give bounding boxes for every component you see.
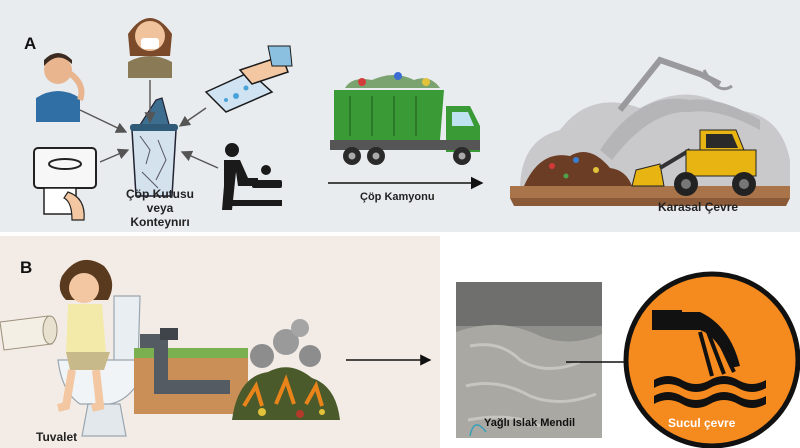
sewage-pile-icon [232, 319, 340, 420]
panel-b-aquatic: B Tuvalet Yağlı Islak Mendil Sucul çevre [0, 236, 800, 448]
toilet-label: Tuvalet [36, 430, 78, 444]
panel-a-terrestrial: A Çöp Kutusu veya Konteynırı Çöp Kamyonu… [0, 0, 800, 232]
aquatic-label: Sucul çevre [668, 416, 736, 430]
aquatic-discharge-icon [623, 271, 800, 448]
hand-wet-wipe-icon [204, 45, 293, 113]
wet-wipes-photo [456, 282, 602, 438]
bin-label-line-1: Çöp Kutusu [126, 187, 194, 201]
panel-b-label: B [20, 258, 33, 277]
wipes-label: Yağlı Islak Mendil [484, 417, 576, 429]
toilet-paper-icon [0, 315, 58, 351]
garbage-truck-icon [330, 72, 480, 165]
inflow-arrows [79, 80, 219, 169]
panel-a-illustration [33, 18, 790, 221]
person-tissue-icon [128, 18, 172, 78]
trash-bin-icon [130, 97, 178, 197]
truck-label: Çöp Kamyonu [360, 191, 435, 203]
wheel-loader-icon [631, 129, 757, 196]
underground-pipe-icon [134, 328, 248, 414]
tissue-dispenser-icon [33, 147, 97, 221]
panel-b-illustration [0, 259, 800, 448]
bin-label: Çöp Kutusu veya Konteynırı [112, 187, 208, 229]
panel-a-label: A [24, 34, 37, 53]
bin-label-line-2: veya [146, 201, 174, 215]
person-headache-icon [36, 53, 85, 122]
bin-label-line-3: Konteynırı [130, 215, 190, 229]
child-on-toilet-icon [57, 259, 145, 437]
diaper-changing-icon [222, 143, 282, 210]
landfill-label: Karasal Çevre [658, 200, 739, 214]
